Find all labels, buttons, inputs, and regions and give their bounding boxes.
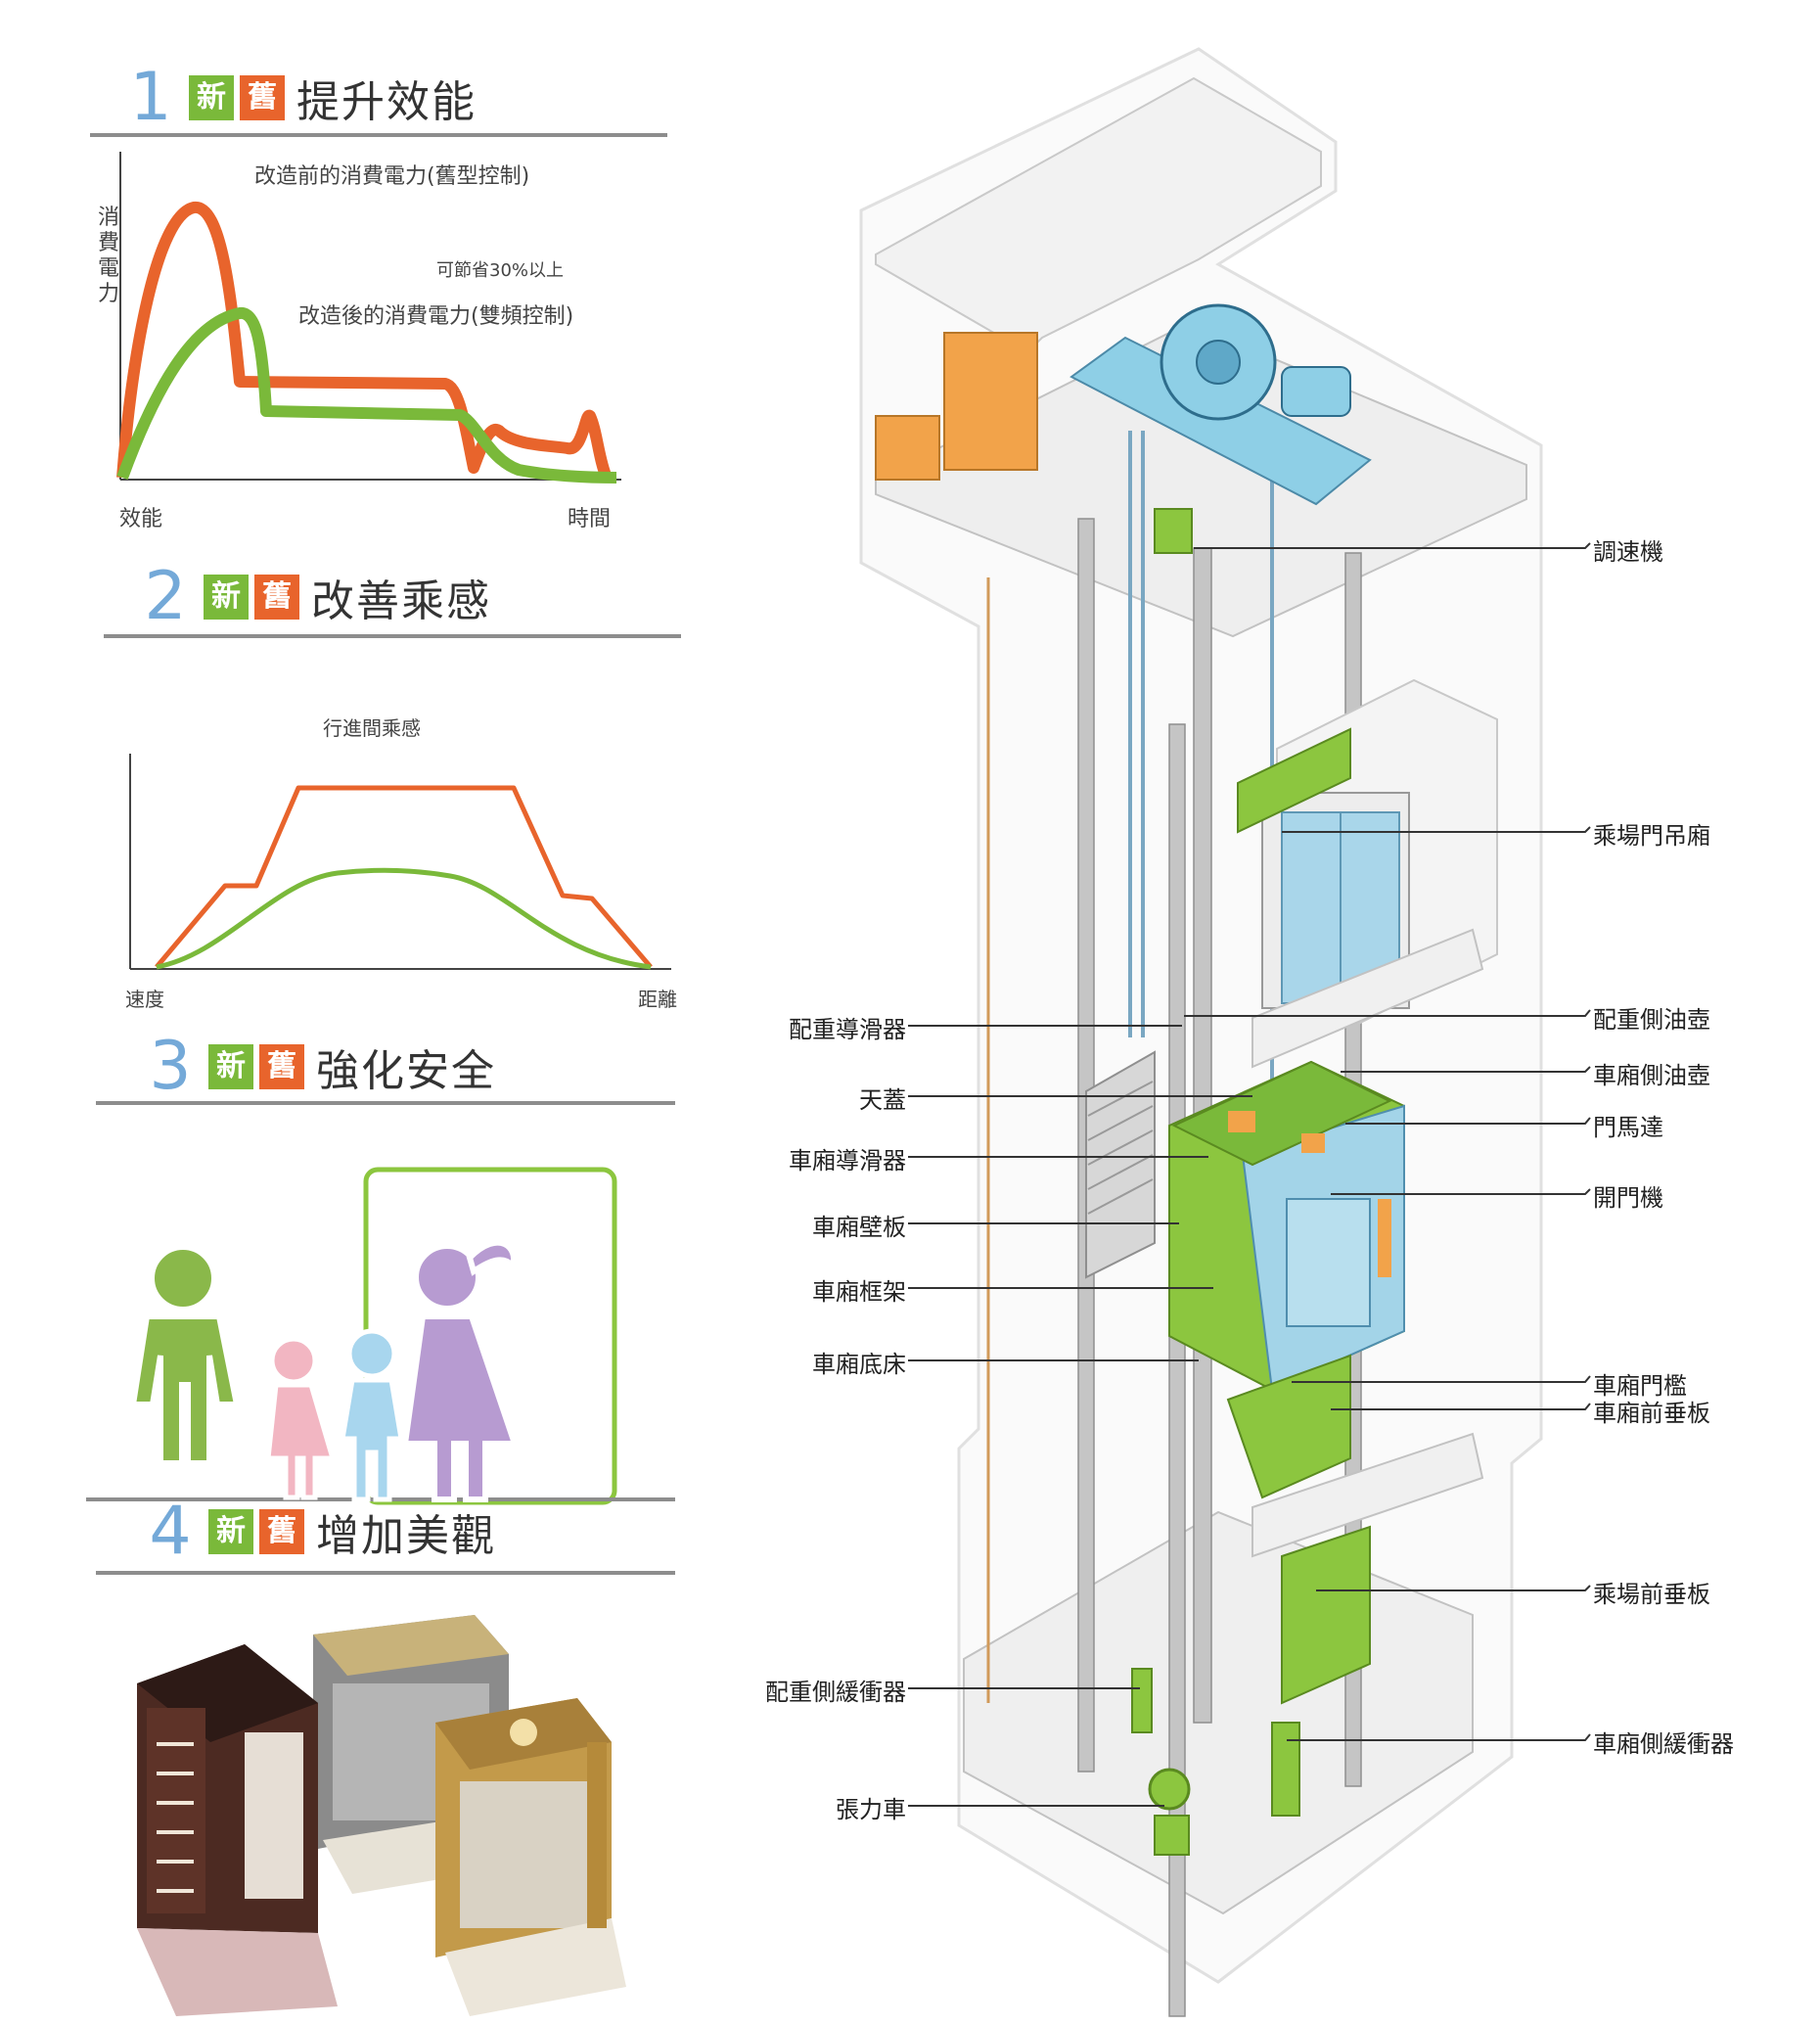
girl-figure bbox=[265, 1336, 337, 1500]
new-badge: 新 bbox=[208, 1509, 253, 1554]
ride-comfort-title: 行進間乘感 bbox=[323, 716, 421, 740]
new-badge: 新 bbox=[204, 575, 249, 620]
label-counterweight-guide-shoe: 配重導滑器 bbox=[789, 1016, 906, 1043]
landing-apron bbox=[1281, 1525, 1371, 1705]
label-counterweight-oiler: 配重側油壺 bbox=[1593, 1006, 1710, 1034]
section-title: 改善乘感 bbox=[311, 576, 491, 626]
label-car-top: 天蓋 bbox=[859, 1086, 906, 1114]
label-car-platform: 車廂底床 bbox=[812, 1351, 906, 1378]
label-counterweight-buffer: 配重側緩衝器 bbox=[765, 1679, 906, 1706]
new-consumption-curve bbox=[116, 307, 617, 483]
car-buffer bbox=[1271, 1722, 1300, 1817]
tension-weight bbox=[1154, 1815, 1190, 1856]
new-badge: 新 bbox=[189, 75, 234, 120]
section-divider bbox=[96, 1101, 675, 1105]
section-2-header: 2 新 舊 改善乘感 bbox=[127, 563, 491, 631]
section-title: 提升效能 bbox=[296, 77, 477, 127]
label-car-oiler: 車廂側油壺 bbox=[1593, 1062, 1710, 1089]
old-ride-curve bbox=[155, 785, 653, 969]
label-door-motor: 門馬達 bbox=[1593, 1114, 1663, 1141]
section-divider bbox=[104, 634, 681, 638]
ride-comfort-chart bbox=[129, 754, 671, 970]
label-car-buffer: 車廂側緩衝器 bbox=[1593, 1730, 1734, 1758]
leader-lines bbox=[908, 542, 1591, 1807]
label-tension-sheave: 張力車 bbox=[836, 1796, 906, 1823]
counterweight-buffer bbox=[1131, 1668, 1153, 1733]
label-landing-door-hanger: 乘場門吊廂 bbox=[1593, 822, 1710, 850]
label-door-operator: 開門機 bbox=[1593, 1184, 1663, 1212]
label-car-frame: 車廂框架 bbox=[812, 1278, 906, 1306]
section-title: 強化安全 bbox=[316, 1046, 496, 1096]
gold-cabin bbox=[435, 1698, 626, 2016]
section-number: 1 bbox=[129, 59, 172, 136]
boy-figure bbox=[340, 1328, 404, 1502]
label-governor: 調速機 bbox=[1593, 538, 1663, 566]
label-car-wall-panel: 車廂壁板 bbox=[812, 1214, 906, 1241]
control-cabinet bbox=[875, 332, 1038, 481]
section-divider bbox=[96, 1571, 675, 1575]
wood-cabin bbox=[137, 1644, 338, 2016]
old-badge: 舊 bbox=[259, 1509, 304, 1554]
section-divider bbox=[90, 133, 667, 137]
old-consumption-label: 改造前的消費電力(舊型控制) bbox=[254, 164, 530, 189]
governor bbox=[1154, 508, 1193, 554]
machine-room-slab bbox=[875, 76, 1322, 354]
label-car-guide-shoe: 車廂導滑器 bbox=[789, 1147, 906, 1174]
label-car-apron: 車廂前垂板 bbox=[1593, 1400, 1710, 1427]
father-figure bbox=[129, 1244, 241, 1466]
elevator-car bbox=[1168, 1060, 1405, 1499]
x-axis-right-label: 時間 bbox=[568, 507, 612, 531]
section-number: 4 bbox=[149, 1493, 192, 1570]
label-landing-apron: 乘場前垂板 bbox=[1593, 1581, 1710, 1608]
x-axis-left-label: 效能 bbox=[119, 507, 163, 531]
section-title: 增加美觀 bbox=[316, 1511, 496, 1561]
traction-machine bbox=[1069, 303, 1372, 506]
new-consumption-label: 改造後的消費電力(雙頻控制) bbox=[298, 304, 574, 329]
lower-landing-slab bbox=[1251, 1432, 1484, 1558]
new-ride-curve bbox=[156, 867, 652, 970]
new-badge: 新 bbox=[208, 1044, 253, 1089]
landing-door bbox=[1237, 678, 1498, 1025]
family-figures-icon bbox=[86, 1167, 675, 1505]
counterweight bbox=[1085, 1050, 1156, 1279]
section-number: 2 bbox=[144, 558, 187, 635]
x-axis-right-label: 距離 bbox=[638, 988, 677, 1011]
section-3-header: 3 新 舊 強化安全 bbox=[132, 1033, 496, 1101]
section-number: 3 bbox=[149, 1028, 192, 1105]
x-axis-left-label: 速度 bbox=[125, 988, 164, 1011]
old-badge: 舊 bbox=[240, 75, 285, 120]
y-axis-label: 消費電力 bbox=[98, 206, 120, 306]
power-consumption-chart bbox=[116, 152, 621, 483]
tension-sheave bbox=[1148, 1768, 1191, 1811]
section-1-header: 1 新 舊 提升效能 bbox=[113, 64, 477, 132]
old-badge: 舊 bbox=[254, 575, 299, 620]
elevator-cabin-icon bbox=[137, 1615, 626, 2016]
old-badge: 舊 bbox=[259, 1044, 304, 1089]
label-car-sill: 車廂門檻 bbox=[1593, 1372, 1687, 1400]
saving-label: 可節省30%以上 bbox=[436, 260, 565, 281]
section-4-header: 4 新 舊 增加美觀 bbox=[132, 1497, 496, 1566]
landing-slab bbox=[1251, 928, 1484, 1069]
old-consumption-curve bbox=[116, 202, 613, 481]
mother-figure bbox=[401, 1239, 520, 1502]
